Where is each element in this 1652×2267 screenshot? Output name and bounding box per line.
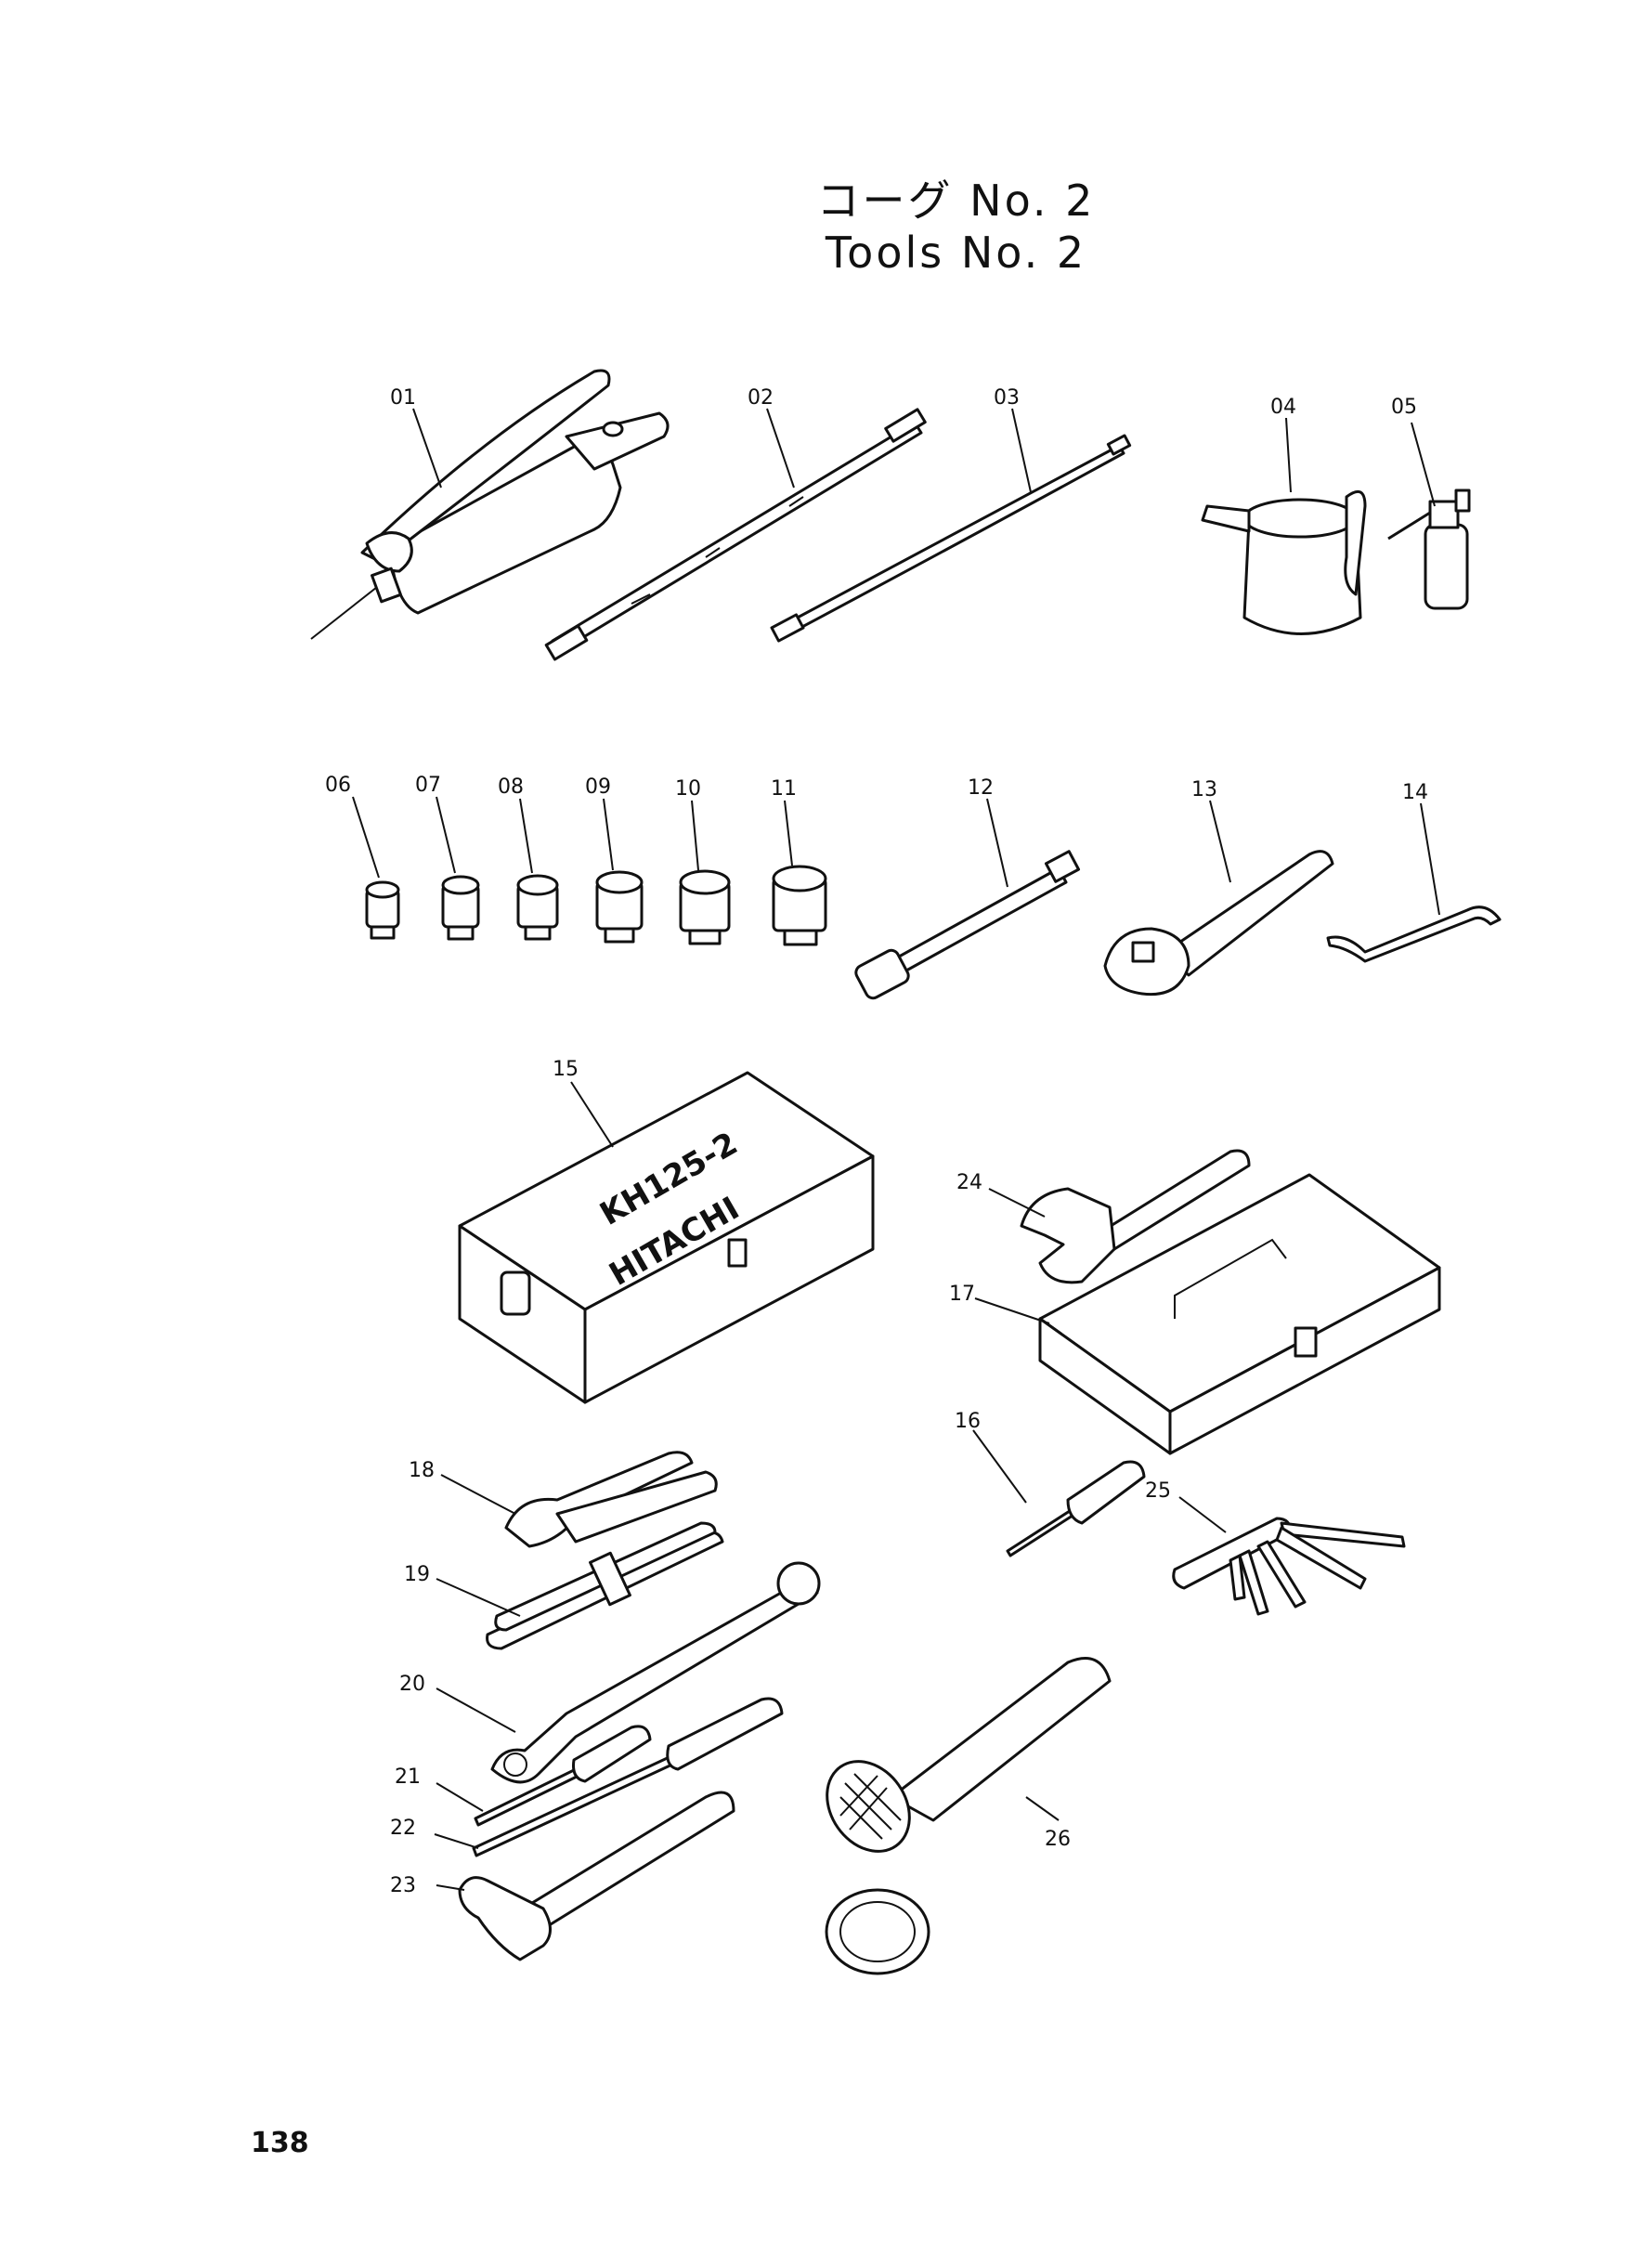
leader-line xyxy=(1420,802,1440,916)
leader-line xyxy=(974,1297,1050,1324)
callout-18: 18 xyxy=(409,1459,435,1482)
callout-23: 23 xyxy=(390,1874,416,1897)
callout-22: 22 xyxy=(390,1817,416,1840)
callout-05: 05 xyxy=(1391,396,1417,419)
callout-11: 11 xyxy=(771,777,797,801)
wrench-set-icon xyxy=(486,1521,724,1650)
screwdriver-icon xyxy=(472,1697,784,1857)
callout-14: 14 xyxy=(1402,781,1428,804)
page-title-english: Tools No. 2 xyxy=(825,228,1087,278)
callout-20: 20 xyxy=(399,1673,425,1696)
socket-icon xyxy=(595,870,644,944)
leader-line xyxy=(1209,800,1231,883)
page-number: 138 xyxy=(251,2127,309,2159)
callout-01: 01 xyxy=(390,386,416,410)
callout-08: 08 xyxy=(498,775,524,799)
socket-extension-bar-icon xyxy=(854,850,1081,1000)
callout-17: 17 xyxy=(949,1283,975,1306)
leader-line xyxy=(986,798,1008,888)
leader-line xyxy=(570,1081,614,1148)
callout-10: 10 xyxy=(675,777,701,801)
ratchet-handle-icon xyxy=(1103,850,1334,997)
callout-25: 25 xyxy=(1145,1479,1171,1503)
callout-24: 24 xyxy=(956,1171,982,1194)
flashlight-icon xyxy=(825,1657,1112,1975)
leader-line xyxy=(440,1474,516,1515)
callout-13: 13 xyxy=(1191,778,1217,801)
page-title-japanese: コーグ No. 2 xyxy=(816,176,1096,226)
leader-line xyxy=(434,1833,479,1849)
socket-icon xyxy=(772,865,827,946)
callout-21: 21 xyxy=(395,1765,421,1789)
callout-07: 07 xyxy=(415,774,441,797)
feeler-gauge-icon xyxy=(1172,1517,1406,1616)
socket-icon xyxy=(679,869,731,945)
callout-09: 09 xyxy=(585,775,611,799)
leader-line xyxy=(436,1578,521,1617)
callout-02: 02 xyxy=(748,386,774,410)
leader-line xyxy=(436,1884,465,1891)
callout-06: 06 xyxy=(325,774,351,797)
leader-lines xyxy=(352,796,793,879)
leader-line xyxy=(766,408,795,489)
hammer-icon xyxy=(458,1791,735,1961)
screwdriver-icon xyxy=(474,1725,652,1827)
offset-box-wrench-icon xyxy=(490,1561,821,1784)
adjustable-wrench-icon xyxy=(1020,1149,1251,1284)
screwdriver-icon xyxy=(1006,1460,1146,1557)
leader-line xyxy=(988,1188,1046,1218)
callout-19: 19 xyxy=(404,1563,430,1586)
leader-line xyxy=(1025,1796,1060,1821)
leader-line xyxy=(1011,408,1032,493)
leader-line xyxy=(1285,417,1292,493)
oiler-can-icon xyxy=(1387,489,1471,610)
leader-line xyxy=(1178,1496,1227,1533)
tool-box-large-icon: KH125-2 HITACHI xyxy=(458,1071,875,1404)
callout-16: 16 xyxy=(955,1410,981,1433)
callout-26: 26 xyxy=(1045,1828,1071,1851)
grease-gun-icon xyxy=(310,369,670,640)
leader-line xyxy=(972,1429,1027,1504)
socket-icon xyxy=(516,874,559,941)
leader-line xyxy=(436,1687,516,1733)
leader-line xyxy=(1411,422,1436,507)
callout-03: 03 xyxy=(994,386,1020,410)
socket-icon xyxy=(441,875,480,941)
oil-pitcher-icon xyxy=(1201,489,1367,635)
socket-icon xyxy=(365,880,400,940)
leader-line xyxy=(412,408,442,489)
callout-04: 04 xyxy=(1270,396,1296,419)
grease-hose-icon xyxy=(544,408,927,661)
callout-15: 15 xyxy=(553,1058,579,1081)
hex-key-icon xyxy=(1326,905,1502,963)
tool-box-small-icon xyxy=(1038,1173,1441,1455)
extension-rod-icon xyxy=(770,434,1132,643)
pliers-icon xyxy=(504,1451,718,1548)
callout-12: 12 xyxy=(968,776,994,800)
leader-line xyxy=(436,1782,484,1812)
